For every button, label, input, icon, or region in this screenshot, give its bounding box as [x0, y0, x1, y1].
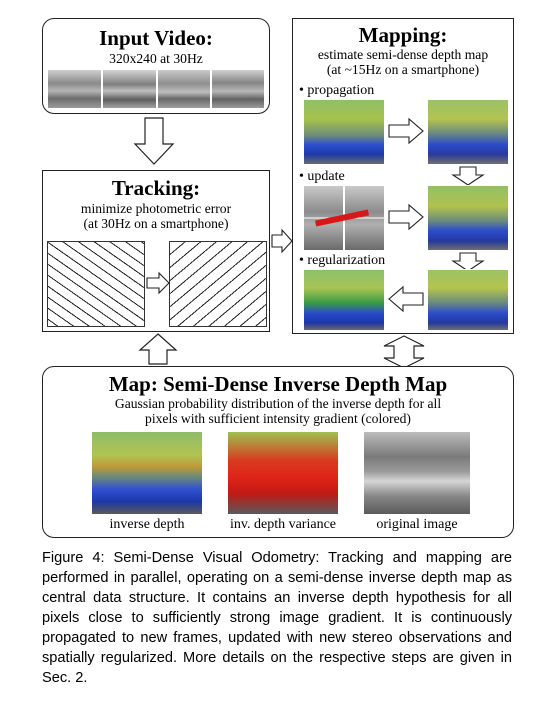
tracking-current-frame-image	[169, 241, 267, 327]
mapping-box: Mapping: estimate semi-dense depth map (…	[292, 18, 514, 334]
tracking-box: Tracking: minimize photometric error (at…	[42, 170, 270, 332]
tracking-subtitle-line2: (at 30Hz on a smartphone)	[83, 216, 229, 231]
mapping-step-regularization: • regularization	[299, 253, 386, 268]
mapping-step-propagation: • propagation	[299, 83, 375, 98]
mapping-step-update: • update	[299, 169, 345, 184]
propagation-depth-image-after	[427, 99, 509, 165]
video-frame	[47, 69, 102, 109]
arrow-right-tracking-images	[146, 271, 170, 295]
arrow-down-propagation-to-update	[451, 166, 485, 186]
arrow-updown-mapping-map	[383, 335, 425, 369]
arrow-right-tracking-to-mapping	[271, 228, 293, 254]
arrow-down-update-to-regularization	[451, 252, 485, 272]
tracking-subtitle-line1: minimize photometric error	[80, 201, 232, 216]
map-description-line2: pixels with sufficient intensity gradien…	[145, 411, 411, 426]
inverse-depth-image	[91, 431, 203, 515]
video-frames-strip	[47, 69, 265, 109]
mapping-subtitle-line1: estimate semi-dense depth map	[317, 47, 489, 62]
video-frame	[102, 69, 157, 109]
arrow-down-input-to-tracking	[133, 117, 175, 165]
propagation-depth-image-before	[303, 99, 385, 165]
arrow-right-propagation	[388, 117, 424, 145]
map-box: Map: Semi-Dense Inverse Depth Map Gaussi…	[42, 366, 514, 538]
update-depth-image	[427, 185, 509, 251]
input-video-subtitle: 320x240 at 30Hz	[109, 51, 203, 66]
inverse-depth-label: inverse depth	[109, 517, 185, 532]
map-description-line1: Gaussian probability distribution of the…	[114, 396, 442, 411]
arrow-left-regularization	[388, 285, 424, 313]
map-title: Map: Semi-Dense Inverse Depth Map	[108, 372, 448, 396]
video-frame	[157, 69, 211, 109]
arrow-right-update	[388, 203, 424, 231]
regularization-depth-image-after	[303, 269, 385, 331]
input-video-box: Input Video: 320x240 at 30Hz	[42, 18, 270, 114]
mapping-subtitle-line2: (at ~15Hz on a smartphone)	[326, 62, 480, 77]
inverse-depth-variance-label: inv. depth variance	[230, 517, 336, 532]
figure-caption: Figure 4: Semi-Dense Visual Odometry: Tr…	[42, 550, 512, 686]
regularization-depth-image-before	[427, 269, 509, 331]
mapping-title: Mapping:	[358, 23, 448, 47]
tracking-keyframe-image	[47, 241, 145, 327]
input-video-title: Input Video:	[99, 26, 213, 50]
video-frame	[211, 69, 265, 109]
original-image-label: original image	[376, 517, 458, 532]
tracking-title: Tracking:	[111, 176, 201, 200]
original-image	[363, 431, 471, 515]
arrow-up-map-to-tracking	[138, 333, 178, 365]
inverse-depth-variance-image	[227, 431, 339, 515]
